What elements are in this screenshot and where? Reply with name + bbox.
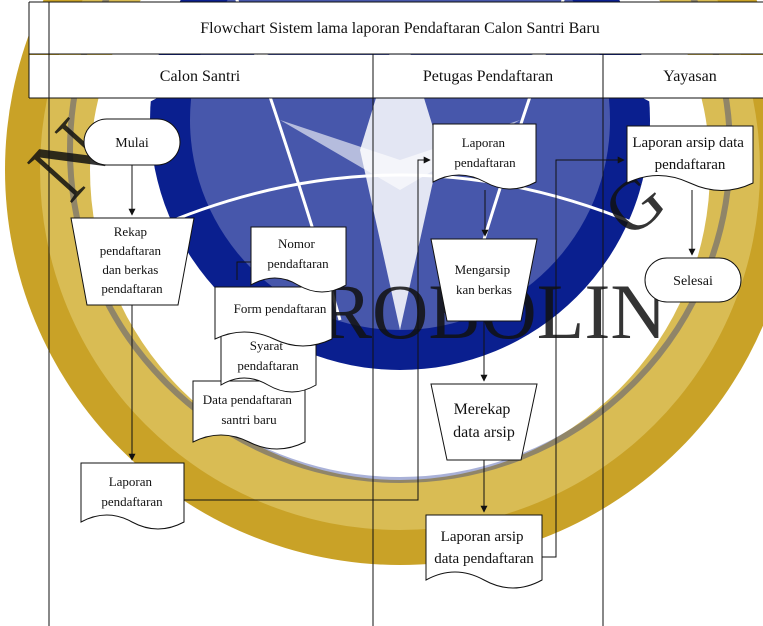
merekap-manual-operation [430, 383, 538, 461]
lane-header-calon-santri: Calon Santri [160, 68, 241, 85]
flow-nomor-to-rekap [236, 261, 251, 280]
doc-nomor-label: Nomor pendaftaran [267, 236, 329, 271]
merekap-label: Merekap data arsip [453, 401, 515, 441]
doc-laporan-arsip-yayasan [626, 125, 754, 191]
rekap-manual-operation [70, 217, 195, 306]
doc-nomor-pendaftaran [250, 226, 347, 293]
doc-laporan-pendaftaran-calon-santri [80, 462, 185, 530]
doc-laporan-arsip-pp-label: Laporan arsip data pendaftaran [434, 529, 534, 567]
swimlane-grid [28, 1, 763, 626]
mengarsip-label: Mengarsip kan berkas [455, 262, 514, 297]
doc-data-santri-label: Data pendaftaran santri baru [203, 392, 295, 427]
doc-form-label: Form pendaftaran [234, 301, 327, 316]
flow-laporan-arsip-to-yayasan [542, 156, 625, 558]
doc-form-pendaftaran [214, 286, 333, 347]
flow-laporan-cs-to-laporan-pp [184, 156, 431, 501]
rekap-label: Rekap pendaftaran dan berkas pendaftaran [100, 224, 165, 296]
mengarsip-manual-operation [430, 238, 538, 322]
doc-laporan-pendaftaran-petugas [432, 123, 537, 190]
doc-laporan-cs-label: Laporan pendaftaran [101, 474, 163, 509]
connectors [128, 156, 696, 558]
end-label: Selesai [673, 274, 713, 289]
start-label: Mulai [115, 136, 149, 151]
lane-header-row [29, 55, 763, 98]
doc-laporan-arsip-y-label: Laporan arsip data pendaftaran [632, 135, 747, 173]
diagram-title: Flowchart Sistem lama laporan Pendaftara… [200, 20, 599, 37]
doc-laporan-pp-label: Laporan pendaftaran [454, 135, 516, 170]
lane-header-petugas-pendaftaran: Petugas Pendaftaran [423, 68, 553, 85]
doc-data-pendaftaran-santri-baru [192, 380, 306, 450]
title-row [29, 2, 763, 54]
lane-header-yayasan: Yayasan [663, 68, 716, 85]
doc-laporan-arsip-petugas [425, 514, 543, 589]
doc-syarat-label: Syarat pendaftaran [237, 338, 299, 373]
end-terminator [644, 257, 742, 303]
